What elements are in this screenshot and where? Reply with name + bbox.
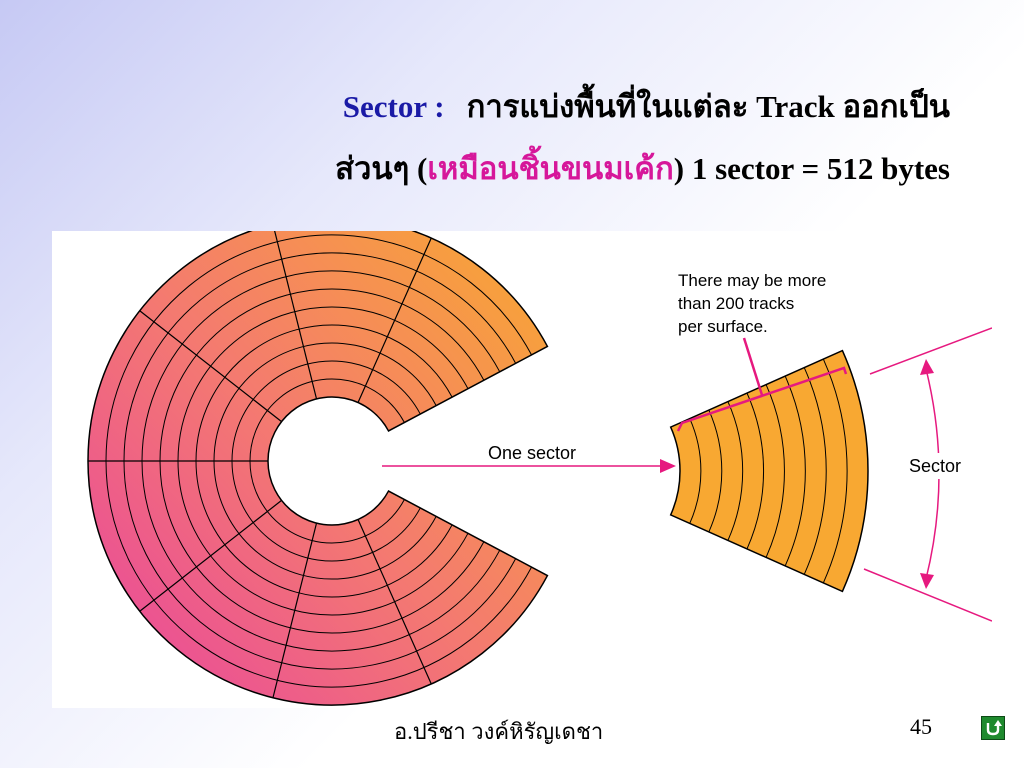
title-line1-text: การแบ่งพื้นที่ในแต่ละ Track ออกเป็น bbox=[466, 89, 950, 124]
sector-label: Sector bbox=[909, 456, 961, 476]
return-arrow-icon bbox=[986, 720, 1002, 736]
one-sector-arrow bbox=[382, 459, 676, 473]
footer-author: อ.ปรีชา วงค์หิรัญเดชา bbox=[394, 719, 604, 744]
tracks-bracket bbox=[676, 337, 848, 432]
sector-body bbox=[669, 349, 869, 593]
sector-track-line bbox=[727, 401, 744, 541]
sector-divider bbox=[139, 499, 282, 612]
title-line2-prefix: ส่วนๆ ( bbox=[335, 151, 428, 186]
one-sector-label: One sector bbox=[488, 443, 576, 463]
sector-track-line bbox=[784, 375, 806, 567]
sector-divider bbox=[139, 310, 282, 423]
disk-body bbox=[87, 231, 549, 706]
return-button[interactable] bbox=[981, 716, 1005, 740]
title-line2-suffix: ) 1 sector = 512 bytes bbox=[673, 151, 950, 186]
title-highlight: เหมือนชิ้นขนมเค้ก bbox=[427, 151, 674, 186]
sector-track-line bbox=[803, 367, 827, 575]
sector-track-line bbox=[689, 418, 702, 524]
tracks-note-line-3: per surface. bbox=[678, 317, 768, 336]
tracks-note-line-2: than 200 tracks bbox=[678, 294, 794, 313]
sector-divider bbox=[357, 237, 432, 403]
disk-with-missing-sector bbox=[87, 231, 549, 706]
sector-divider bbox=[357, 519, 432, 685]
sector-divider bbox=[272, 522, 318, 698]
detached-sector bbox=[669, 349, 869, 593]
title-label: Sector : bbox=[342, 89, 445, 124]
title-line-2: ส่วนๆ (เหมือนชิ้นขนมเค้ก) 1 sector = 512… bbox=[0, 138, 950, 200]
sector-label-backdrop bbox=[904, 453, 980, 479]
page-number: 45 bbox=[910, 714, 932, 739]
tracks-note-line-1: There may be more bbox=[678, 271, 826, 290]
sector-track-line bbox=[765, 384, 785, 558]
sector-track-line bbox=[822, 358, 848, 584]
sector-divider bbox=[274, 231, 318, 400]
sector-track-line bbox=[746, 392, 765, 550]
title-line-1: Sector : การแบ่งพื้นที่ในแต่ละ Track ออกเ… bbox=[0, 76, 950, 138]
diagram-canvas: One sector There may be more than 200 tr… bbox=[87, 231, 992, 706]
tracks-note: There may be more than 200 tracks per su… bbox=[678, 271, 831, 336]
sector-track-line bbox=[708, 409, 723, 533]
slide-title: Sector : การแบ่งพื้นที่ในแต่ละ Track ออกเ… bbox=[0, 76, 950, 200]
disk-sector-diagram: One sector There may be more than 200 tr… bbox=[52, 231, 992, 708]
